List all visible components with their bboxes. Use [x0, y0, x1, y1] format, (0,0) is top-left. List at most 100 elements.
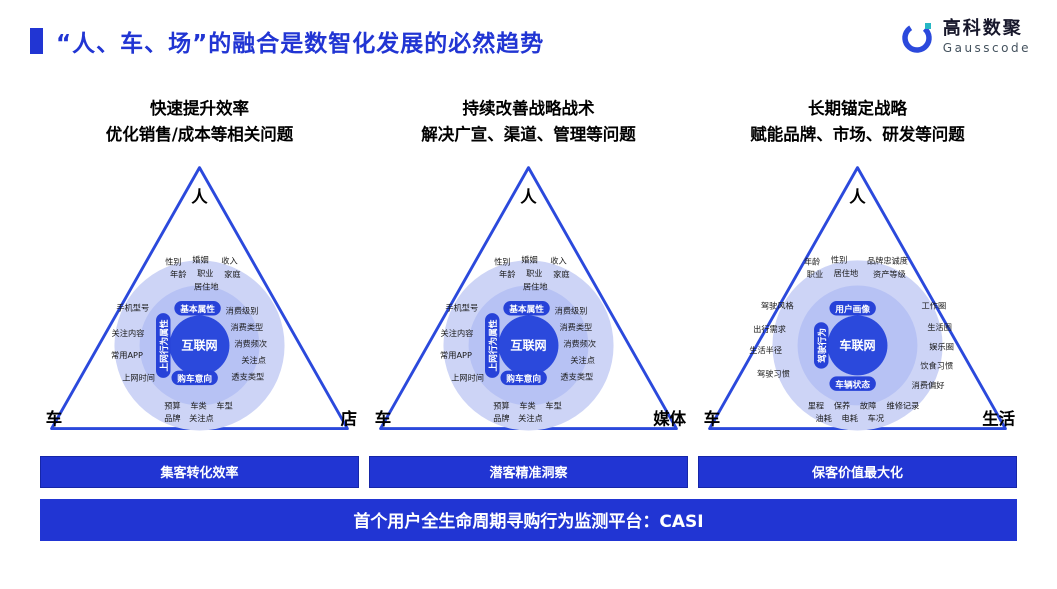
page-title: “人、车、场”的融合是数智化发展的必然趋势 — [56, 31, 545, 57]
pill-label: 上网行为属性 — [487, 319, 499, 371]
column-funnel-3: 长期锚定战略 赋能品牌、市场、研发等问题 人车生活年龄性别品牌忠诚度职业居住地资… — [698, 96, 1017, 488]
pill-background — [485, 313, 500, 378]
column-funnel-2: 持续改善战略战术 解决广宣、渠道、管理等问题 人车媒体性别婚姻收入年龄职业家庭居… — [369, 96, 688, 488]
diagram-label: 居住地 — [523, 281, 548, 291]
heading-line-2: 赋能品牌、市场、研发等问题 — [750, 124, 965, 144]
diagram-label: 消费级别 — [226, 306, 259, 316]
diagram-label: 品牌 — [493, 413, 509, 423]
diagram-pill: 车辆状态 — [829, 376, 876, 391]
diagram-label: 车类 — [190, 400, 206, 410]
pill-label: 驾驶行为 — [816, 328, 828, 363]
diagram-label: 职业 — [197, 268, 213, 278]
diagram-label: 驾驶习惯 — [757, 368, 790, 378]
center-network-label: 互联网 — [181, 338, 217, 352]
diagram-label: 婚姻 — [521, 254, 537, 264]
diagram-label: 娱乐圈 — [929, 341, 954, 351]
diagram-label: 消费频次 — [234, 338, 267, 348]
column-heading-1: 快速提升效率 优化销售/成本等相关问题 — [40, 96, 359, 152]
pill-label: 车辆状态 — [835, 379, 870, 391]
heading-line-1: 持续改善战略战术 — [462, 99, 595, 118]
pill-label: 基本属性 — [180, 303, 215, 315]
diagram-pill: 购车意向 — [171, 370, 218, 386]
center-network-label: 互联网 — [510, 338, 546, 352]
diagram-label: 饮食习惯 — [920, 361, 953, 371]
pill-background — [829, 300, 876, 316]
diagram-label: 职业 — [526, 268, 542, 278]
column-funnel-1: 快速提升效率 优化销售/成本等相关问题 人车店性别婚姻收入年龄职业家庭居住地手机… — [40, 96, 359, 488]
diagram-label: 消费类型 — [230, 322, 263, 332]
pill-background — [156, 313, 171, 378]
banner-2: 潜客精准洞察 — [369, 455, 688, 488]
triangle-diagram-3: 人车生活年龄性别品牌忠诚度职业居住地资产等级驾驶风格出行需求生活半径驾驶习惯工作… — [698, 156, 1017, 448]
heading-line-2: 优化销售/成本等相关问题 — [105, 124, 294, 144]
diagram-label: 常用APP — [440, 350, 472, 360]
vertex-left-label: 车 — [46, 410, 62, 429]
banner-3: 保客价值最大化 — [698, 455, 1017, 488]
triangle-diagram-svg: 人车店性别婚姻收入年龄职业家庭居住地手机型号关注内容常用APP上网时间基本属性上… — [46, 166, 357, 431]
title-bullet — [30, 28, 43, 54]
diagram-label: 车型 — [545, 400, 561, 410]
diagram-label: 品牌 — [164, 413, 180, 423]
pill-label: 购车意向 — [177, 373, 212, 385]
footer-banner: 首个用户全生命周期寻购行为监测平台：CASI — [40, 499, 1017, 541]
diagram-label: 消费级别 — [555, 306, 588, 316]
diagram-label: 关注点 — [518, 413, 543, 423]
diagram-pill: 驾驶行为 — [814, 322, 829, 369]
triangle-diagram-svg: 人车媒体性别婚姻收入年龄职业家庭居住地手机型号关注内容常用APP上网时间基本属性… — [375, 166, 687, 431]
diagram-pill: 基本属性 — [174, 300, 221, 316]
diagram-label: 性别 — [494, 256, 510, 266]
diagram-label: 收入 — [221, 255, 237, 265]
diagram-label: 关注内容 — [112, 328, 145, 338]
pill-background — [814, 322, 829, 369]
diagram-label: 维修记录 — [887, 400, 920, 410]
pill-label: 基本属性 — [509, 303, 544, 315]
diagram-label: 性别 — [831, 254, 847, 264]
diagram-label: 年龄 — [499, 269, 515, 279]
diagram-label: 消费偏好 — [912, 380, 945, 390]
diagram-label: 消费频次 — [563, 338, 596, 348]
pill-background — [171, 370, 218, 386]
diagram-label: 上网时间 — [122, 372, 155, 382]
diagram-pill: 上网行为属性 — [485, 313, 500, 378]
diagram-label: 预算 — [164, 400, 180, 410]
vertex-top-label: 人 — [520, 187, 537, 206]
diagram-label: 车型 — [216, 400, 232, 410]
pill-background — [500, 370, 547, 386]
center-network-label: 车联网 — [839, 337, 875, 352]
diagram-label: 油耗 — [815, 413, 831, 423]
inner-circle — [498, 315, 559, 376]
logo-name-en: Gausscode — [942, 40, 1031, 55]
inner-circle — [169, 315, 230, 376]
diagram-label: 车况 — [868, 413, 884, 423]
pill-label: 用户画像 — [834, 303, 870, 315]
vertex-right-label: 店 — [341, 410, 357, 429]
diagram-label: 故障 — [860, 400, 876, 410]
pill-background — [174, 300, 221, 316]
column-heading-2: 持续改善战略战术 解决广宣、渠道、管理等问题 — [369, 96, 688, 152]
pill-label: 上网行为属性 — [158, 319, 170, 371]
diagram-label: 透支类型 — [231, 371, 264, 381]
column-heading-3: 长期锚定战略 赋能品牌、市场、研发等问题 — [698, 96, 1017, 152]
diagram-label: 消费类型 — [559, 322, 592, 332]
diagram-label: 职业 — [807, 269, 823, 279]
diagram-label: 性别 — [165, 256, 181, 266]
diagram-label: 关注内容 — [441, 328, 474, 338]
diagram-label: 车类 — [519, 400, 535, 410]
diagram-label: 收入 — [550, 255, 566, 265]
diagram-pill: 购车意向 — [500, 370, 547, 386]
diagram-label: 年龄 — [804, 256, 820, 266]
columns: 快速提升效率 优化销售/成本等相关问题 人车店性别婚姻收入年龄职业家庭居住地手机… — [40, 96, 1017, 488]
diagram-label: 品牌忠诚度 — [867, 255, 908, 265]
diagram-label: 手机型号 — [445, 303, 478, 313]
diagram-label: 驾驶风格 — [761, 301, 795, 311]
title-row: “人、车、场”的融合是数智化发展的必然趋势 — [30, 24, 544, 58]
banner-1: 集客转化效率 — [40, 455, 359, 488]
diagram-label: 出行需求 — [753, 324, 786, 334]
vertex-top-label: 人 — [849, 187, 866, 206]
vertex-left-label: 车 — [375, 410, 391, 429]
vertex-right-label: 生活 — [982, 410, 1015, 429]
diagram-label: 关注点 — [570, 355, 595, 365]
